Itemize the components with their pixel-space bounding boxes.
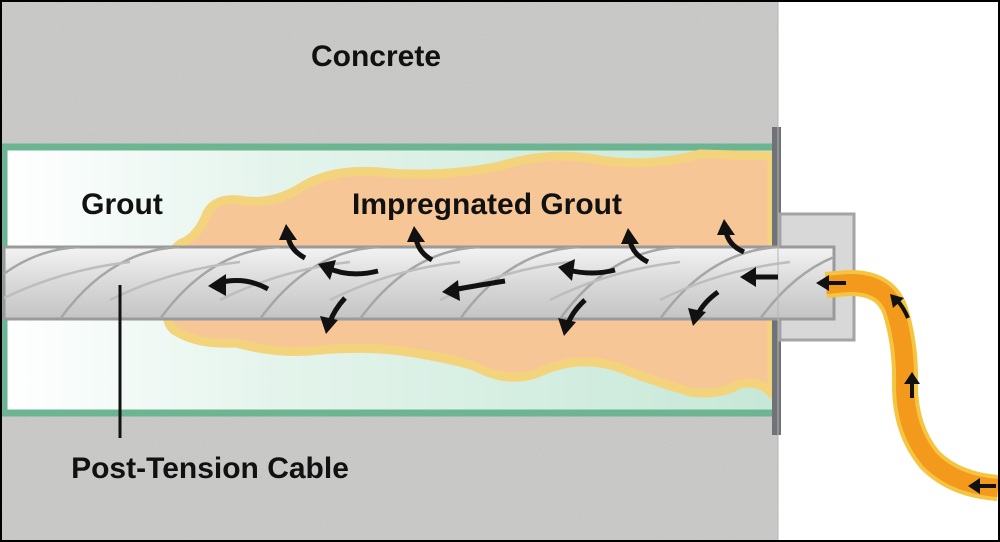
flow-arrows — [208, 219, 996, 494]
flow-arrow-icon — [208, 274, 270, 296]
flow-arrow-icon — [318, 260, 379, 280]
flow-arrow-icon — [968, 478, 996, 494]
impregnated-grout-label: Impregnated Grout — [352, 188, 622, 221]
flow-arrow-icon — [442, 278, 506, 301]
flow-arrow-icon — [816, 275, 846, 291]
flow-arrow-icon — [320, 296, 347, 334]
flow-arrow-icon — [890, 294, 910, 319]
grout-label: Grout — [81, 188, 163, 221]
flow-arrow-icon — [407, 226, 434, 263]
flow-arrow-icon — [558, 298, 587, 336]
post-tension-cable — [2, 245, 836, 321]
flow-arrow-icon — [740, 267, 778, 287]
flow-arrow-icon — [717, 219, 746, 255]
post-tension-cable-label: Post-Tension Cable — [71, 452, 349, 485]
flow-arrow-icon — [904, 372, 920, 398]
flow-arrow-icon — [279, 224, 307, 261]
flow-arrow-icon — [558, 259, 616, 281]
concrete-label: Concrete — [311, 40, 441, 73]
flow-arrow-icon — [621, 228, 650, 265]
flow-arrow-icon — [688, 289, 720, 326]
injection-hose — [824, 270, 1000, 501]
